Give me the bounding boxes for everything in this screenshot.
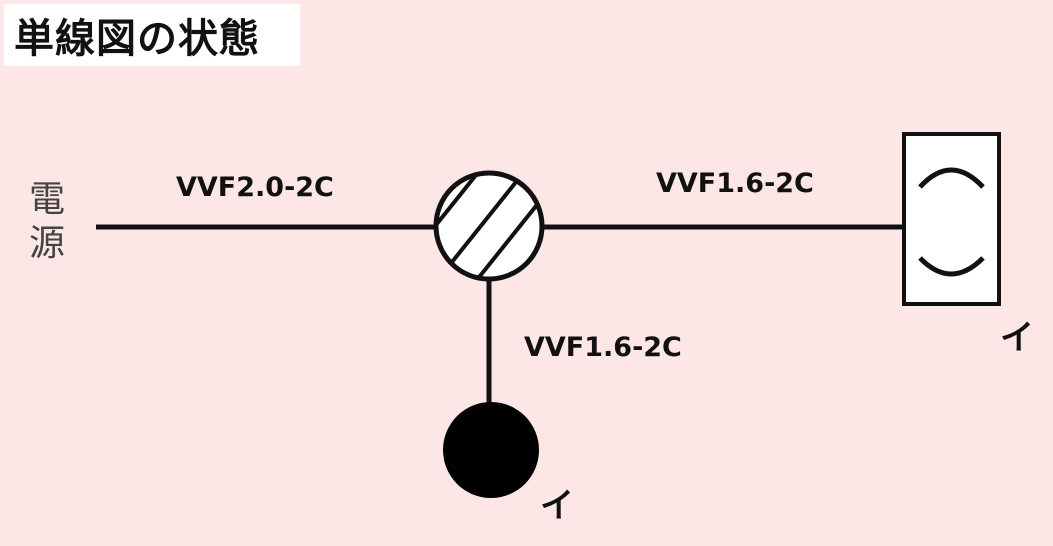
outlet-icon	[902, 132, 1001, 306]
junction-box-icon	[433, 170, 545, 282]
page-title: 単線図の状態	[14, 16, 260, 62]
title-box: 単線図の状態	[4, 4, 300, 66]
power-source-label: 電 源	[22, 178, 72, 266]
outlet-circuit-mark: イ	[1000, 318, 1034, 358]
power-source-char-2: 源	[28, 223, 65, 264]
light-cable-label: VVF1.6-2C	[524, 332, 682, 363]
light-circuit-mark: イ	[540, 486, 574, 526]
outlet-cable-label: VVF1.6-2C	[656, 168, 814, 199]
light-fixture-icon	[443, 402, 539, 498]
power-source-char-1: 電	[28, 179, 65, 220]
main-cable-label: VVF2.0-2C	[176, 172, 334, 203]
